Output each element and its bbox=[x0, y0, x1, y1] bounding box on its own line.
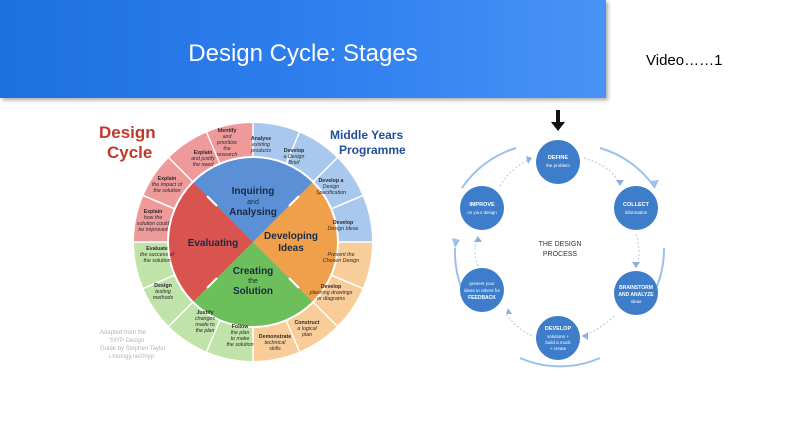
down-arrow-icon bbox=[551, 110, 565, 131]
stage-inquiring-line1: Inquiring bbox=[232, 186, 275, 197]
step-collect-sub: information bbox=[625, 210, 648, 215]
step-feedback: present your ideas to others for FEEDBAC… bbox=[460, 268, 504, 312]
process-center-line1: THE DESIGN bbox=[539, 241, 582, 248]
credit-line2: “MYP Design bbox=[109, 338, 144, 344]
stage-developing-line2: Ideas bbox=[278, 243, 304, 254]
step-improve: IMPROVE on your design bbox=[460, 186, 504, 230]
video-label: Video……1 bbox=[646, 52, 723, 69]
credit-line4: i-biology.net/myp bbox=[109, 354, 155, 360]
quadrant-evaluating bbox=[168, 182, 253, 302]
step-feedback-title: present your bbox=[469, 281, 495, 286]
title-banner: Design Cycle: Stages bbox=[0, 0, 606, 98]
step-brainstorm-sub: AND ANALYZE bbox=[618, 292, 654, 298]
step-improve-sub: on your design bbox=[467, 210, 497, 215]
step-develop-sub3: + create bbox=[550, 346, 567, 351]
credit-line3: Guide by Stephen Taylor bbox=[100, 346, 166, 352]
quadrant-developing bbox=[253, 182, 338, 302]
design-process-cycle: DEFINE the problem COLLECT information B… bbox=[452, 110, 666, 368]
step-collect: COLLECT information bbox=[614, 186, 658, 230]
quadrant-inquiring bbox=[193, 157, 313, 242]
step-develop-title: DEVELOP bbox=[545, 326, 572, 332]
step-develop: DEVELOP solutions + build a mock + creat… bbox=[536, 316, 580, 360]
step-improve-title: IMPROVE bbox=[469, 202, 495, 208]
step-develop-sub: solutions + bbox=[547, 334, 569, 339]
step-develop-sub2: build a mock bbox=[545, 340, 571, 345]
programme-line1: Middle Years bbox=[330, 128, 403, 142]
step-define: DEFINE the problem bbox=[536, 140, 580, 184]
step-feedback-sub: ideas to others for bbox=[464, 288, 501, 293]
process-center-line2: PROCESS bbox=[543, 251, 578, 258]
wheel-heading-line2: Cycle bbox=[107, 143, 152, 162]
myp-design-cycle-wheel: Design Cycle Middle Years Programme Inqu… bbox=[99, 121, 406, 363]
stage-creating-line1: Creating bbox=[233, 266, 274, 277]
quadrant-creating bbox=[193, 242, 313, 327]
step-brainstorm-sub2: ideas bbox=[631, 299, 643, 304]
stage-inquiring-line2: and bbox=[247, 199, 259, 206]
stage-developing-line1: Developing bbox=[264, 231, 318, 242]
slide-title: Design Cycle: Stages bbox=[188, 40, 418, 67]
arrow-icon bbox=[206, 195, 300, 289]
stage-creating-line3: Solution bbox=[233, 286, 273, 297]
step-define-title: DEFINE bbox=[548, 155, 569, 161]
programme-line2: Programme bbox=[339, 143, 406, 157]
step-collect-title: COLLECT bbox=[623, 202, 650, 208]
step-feedback-sub2: FEEDBACK bbox=[468, 295, 496, 301]
stage-inquiring-line3: Analysing bbox=[229, 207, 277, 218]
stage-evaluating: Evaluating bbox=[188, 238, 239, 249]
step-brainstorm-title: BRAINSTORM bbox=[619, 285, 653, 291]
credit-line1: Adapted from the bbox=[100, 330, 147, 336]
step-define-sub: the problem bbox=[546, 163, 570, 168]
stage-creating-line2: the bbox=[248, 278, 258, 285]
step-brainstorm: BRAINSTORM AND ANALYZE ideas bbox=[614, 271, 658, 315]
wheel-heading-line1: Design bbox=[99, 123, 156, 142]
